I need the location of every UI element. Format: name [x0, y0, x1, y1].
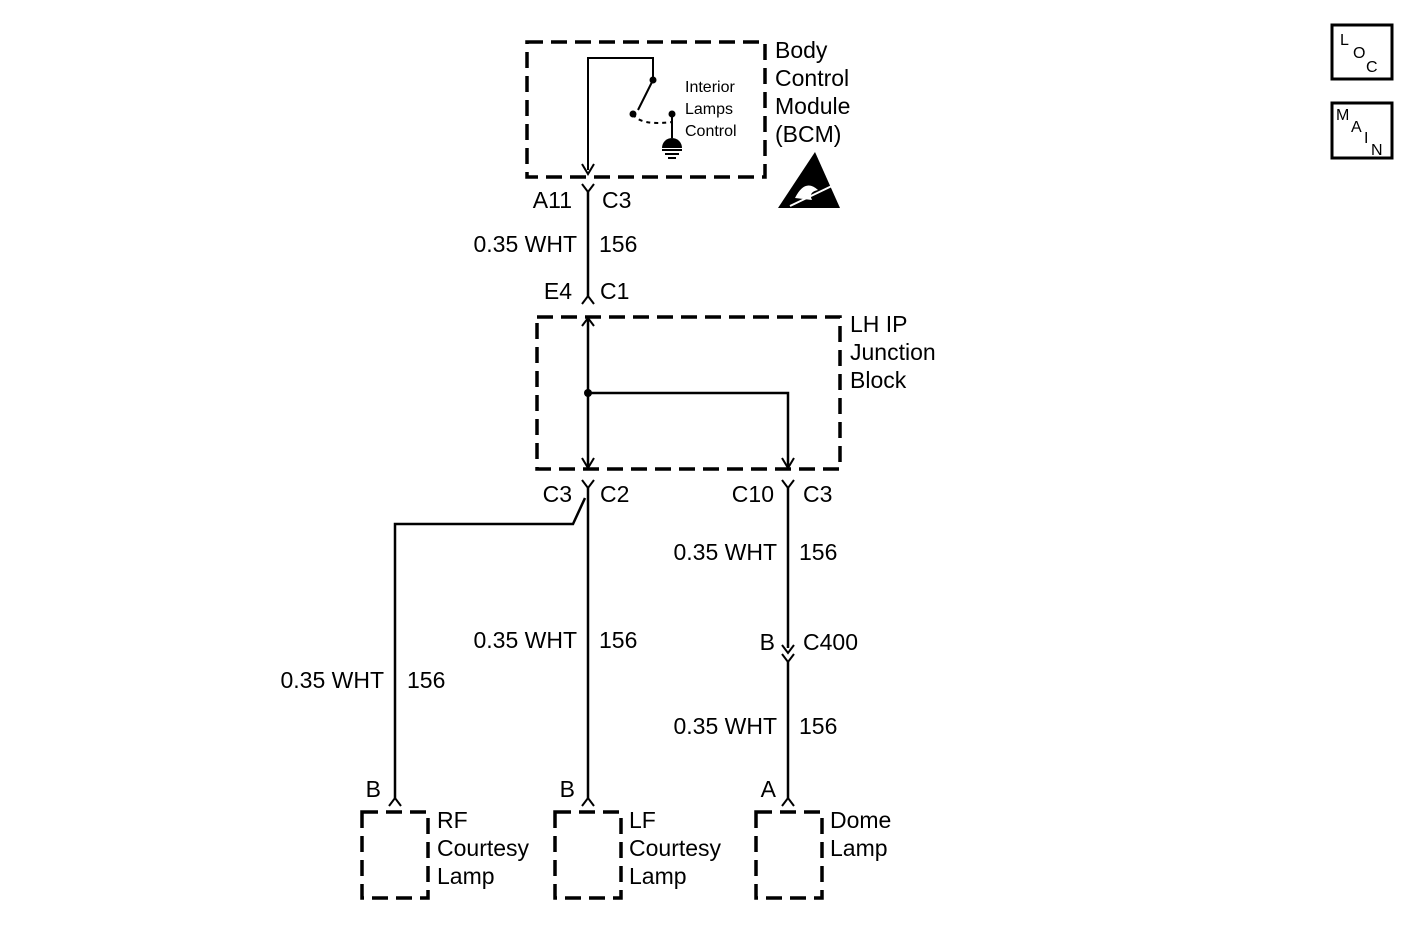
svg-text:B: B — [366, 776, 381, 802]
svg-text:I: I — [1364, 130, 1368, 147]
connector-e4-c1: E4 C1 — [544, 278, 629, 305]
wire-rf-gauge: 0.35 WHT — [280, 667, 384, 693]
bcm-box — [525, 40, 767, 179]
lf-courtesy-lamp: B LF Courtesy Lamp — [553, 776, 727, 900]
svg-text:C3: C3 — [602, 187, 631, 213]
svg-text:C2: C2 — [600, 481, 629, 507]
wire-rf-circuit: 156 — [407, 667, 445, 693]
svg-text:L: L — [1340, 32, 1349, 49]
bcm-label: Body Control Module (BCM) — [775, 37, 857, 147]
esd-warning-icon — [778, 152, 840, 208]
svg-text:C10: C10 — [732, 481, 774, 507]
svg-text:M: M — [1336, 107, 1349, 124]
wire-dome-circuit: 156 — [799, 713, 837, 739]
connector-a11-c3: A11 C3 — [533, 183, 631, 213]
wire-lf-gauge: 0.35 WHT — [473, 627, 577, 653]
loc-button[interactable]: L O C — [1330, 23, 1394, 81]
junction-block-bus — [581, 316, 795, 470]
interior-lamps-switch — [587, 57, 676, 170]
svg-text:A11: A11 — [533, 187, 572, 213]
svg-text:RF Courtesy Lamp: RF Courtesy Lamp — [437, 807, 535, 889]
junction-block-box — [535, 315, 842, 471]
connector-c400: B C400 — [760, 629, 858, 664]
svg-text:Dome Lamp: Dome Lamp — [830, 807, 898, 861]
connector-c10-c3: C10 C3 — [732, 479, 832, 507]
wire-bcm-gauge: 0.35 WHT — [473, 231, 577, 257]
svg-text:C: C — [1366, 59, 1378, 76]
ground-icon — [662, 138, 682, 159]
interior-lamps-control-label: Interior Lamps Control — [685, 79, 739, 140]
bcm-arrow — [581, 163, 595, 176]
svg-text:LF Courtesy Lamp: LF Courtesy Lamp — [629, 807, 727, 889]
wire-jb-c400-gauge: 0.35 WHT — [673, 539, 777, 565]
svg-text:A: A — [1351, 119, 1362, 136]
svg-text:N: N — [1371, 142, 1383, 159]
connector-c3-c2: C3 C2 — [543, 479, 629, 507]
wire-bcm-circuit: 156 — [599, 231, 637, 257]
wire-lf-circuit: 156 — [599, 627, 637, 653]
svg-text:C3: C3 — [543, 481, 572, 507]
svg-text:O: O — [1353, 45, 1365, 62]
svg-text:C400: C400 — [803, 629, 858, 655]
svg-text:C3: C3 — [803, 481, 832, 507]
svg-text:E4: E4 — [544, 278, 572, 304]
main-button[interactable]: M A I N — [1330, 101, 1394, 160]
junction-block-label: LH IP Junction Block — [850, 311, 942, 393]
svg-text:B: B — [760, 629, 775, 655]
wire-dome-gauge: 0.35 WHT — [673, 713, 777, 739]
svg-text:B: B — [560, 776, 575, 802]
svg-text:C1: C1 — [600, 278, 629, 304]
rf-courtesy-lamp: B RF Courtesy Lamp — [360, 776, 535, 900]
dome-lamp: A Dome Lamp — [754, 776, 898, 900]
svg-text:A: A — [761, 776, 777, 802]
wire-jb-c400-circuit: 156 — [799, 539, 837, 565]
wire-to-rf-lamp — [393, 497, 587, 798]
